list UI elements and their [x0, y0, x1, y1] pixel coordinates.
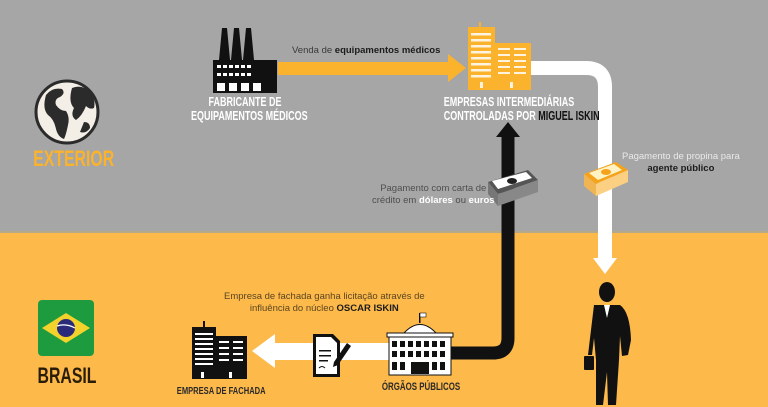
government-building-icon: [386, 312, 454, 376]
sale-flow-label: Venda de equipamentos médicos: [292, 45, 441, 56]
cash-stack-icon: [584, 162, 628, 196]
brazil-flag-icon: [38, 300, 94, 356]
intermediaries-label: EMPRESAS INTERMEDIÁRIAS CONTROLADAS POR …: [443, 95, 600, 123]
manufacturer-label: FABRICANTE DE EQUIPAMENTOS MÉDICOS: [191, 95, 308, 123]
exterior-region: [0, 0, 768, 233]
bribe-flow-arrow: [530, 61, 617, 274]
card-payment-flow-arrow: [450, 122, 520, 360]
globe-icon: [34, 79, 100, 145]
front-company-label: EMPRESA DE FACHADA: [176, 385, 266, 397]
public-agencies-label: ÓRGÃOS PÚBLICOS: [381, 381, 461, 393]
bid-flow-label: Empresa de fachada ganha licitação atrav…: [224, 291, 425, 314]
cash-stack-icon: [488, 170, 538, 206]
office-buildings-icon: [192, 321, 247, 379]
exterior-label: EXTERIOR: [33, 146, 115, 171]
businessman-icon: [584, 282, 631, 405]
contract-signing-icon: [313, 334, 351, 377]
bribe-flow-label: Pagamento de propina para agente público: [622, 151, 740, 174]
office-buildings-icon: [468, 22, 531, 90]
sale-flow-arrow: [278, 54, 466, 82]
brasil-region: [0, 233, 768, 407]
card-payment-flow-label: Pagamento com carta de crédito em dólare…: [372, 183, 495, 206]
factory-icon: [213, 28, 277, 93]
brasil-label: BRASIL: [37, 363, 97, 388]
